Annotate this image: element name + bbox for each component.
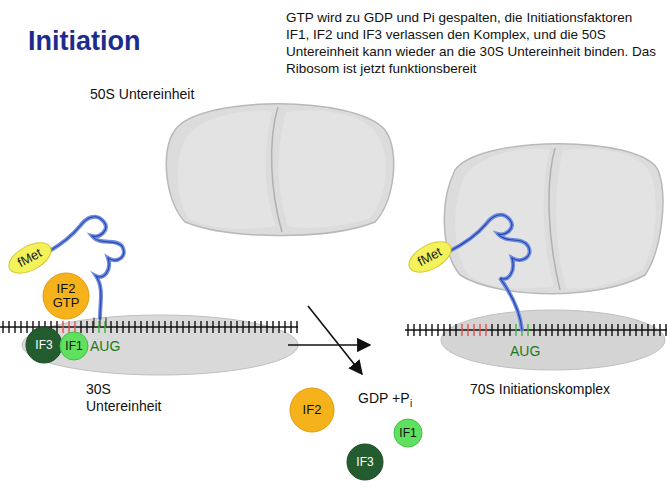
small-subunit	[441, 310, 665, 370]
initiation-factor: IF1	[392, 417, 424, 449]
subunit-label: 50S Untereinheit	[90, 86, 194, 102]
initiation-factor: IF1	[58, 330, 90, 362]
factor-shape	[26, 327, 62, 363]
subunit-label: 30S Untereinheit	[86, 381, 181, 415]
text-wrap: IF3	[35, 339, 52, 352]
text-wrap: IF2GTP	[53, 282, 80, 309]
amino-acid: fMet	[5, 233, 55, 283]
factor-name: IF3	[35, 339, 52, 352]
text-wrap: IF3	[356, 456, 373, 469]
trna	[448, 215, 530, 330]
large-subunit	[166, 104, 393, 236]
factor-shape	[394, 419, 422, 447]
reaction-arrow	[288, 344, 370, 346]
factor-name: IF1	[399, 427, 416, 440]
codon-label: AUG	[510, 343, 540, 359]
complex-label: 70S Initiationskomplex	[470, 381, 610, 397]
factor-shape	[4, 237, 56, 280]
trna	[48, 217, 124, 326]
description-note: GTP wird zu GDP und Pi gespalten, die In…	[286, 10, 658, 78]
factor-shape	[347, 444, 383, 480]
large-subunit	[444, 144, 663, 294]
initiation-factor: IF2	[288, 386, 336, 434]
factor-shape	[404, 236, 456, 279]
initiation-factor: IF3	[24, 325, 64, 365]
initiation-factor: IF3	[345, 442, 385, 482]
factor-shape	[290, 388, 334, 432]
subscript: i	[410, 398, 412, 410]
amino-acid: fMet	[405, 232, 455, 282]
text-wrap: IF2	[303, 403, 322, 417]
factor-name: IF1	[65, 340, 82, 353]
product-label: GDP +P	[358, 390, 410, 406]
factor-name: IF2	[53, 282, 80, 296]
factor-name: GTP	[53, 296, 80, 310]
codon-label: AUG	[90, 338, 120, 354]
factor-name: IF3	[356, 456, 373, 469]
factor-name: IF2	[303, 403, 322, 417]
small-subunit	[22, 315, 298, 375]
title: Initiation	[28, 26, 140, 57]
initiation-factor: IF2GTP	[41, 271, 91, 321]
factor-shape	[43, 273, 89, 319]
release-arrow	[308, 306, 362, 374]
text-wrap: IF1	[65, 340, 82, 353]
text-wrap: IF1	[399, 427, 416, 440]
factor-shape	[60, 332, 88, 360]
